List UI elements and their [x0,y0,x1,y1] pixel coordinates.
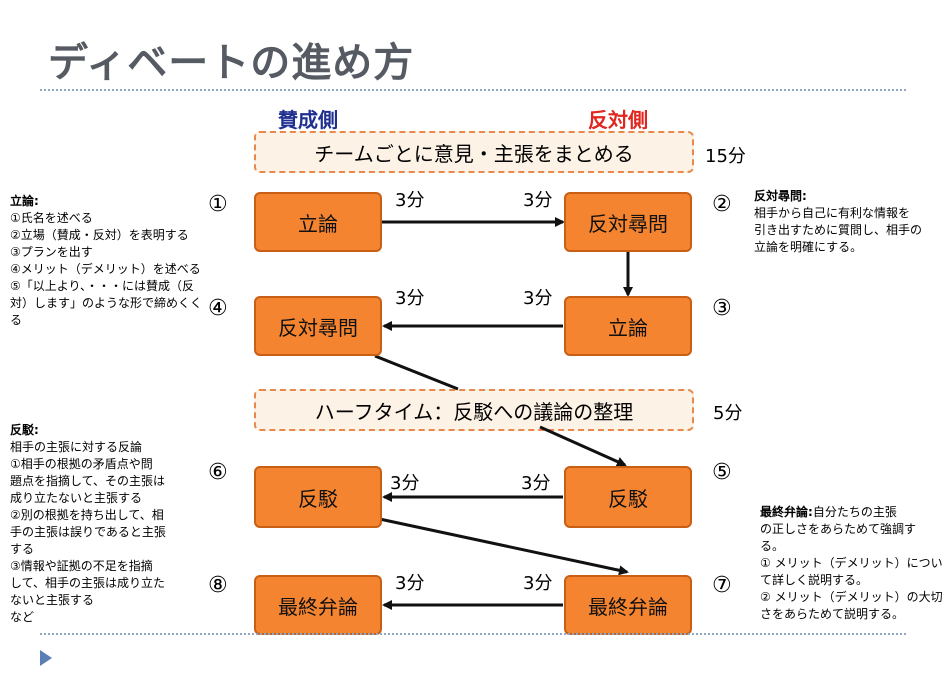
arrow-6-to-7 [374,516,629,576]
step-7-label: 最終弁論 [588,594,668,619]
closing-note: 最終弁論:自分たちの主張 の正しさをあらためて強調す る。 ① メリット（デメリ… [760,504,946,623]
refutation-heading: 反駁: [10,423,39,437]
prep-phase-box: チームごとに意見・主張をまとめる [254,131,694,173]
step-8-duration: 3分 [395,573,425,594]
step-4-duration: 3分 [395,288,425,309]
refutation-note: 反駁: 相手の主張に対する反論 ①相手の根拠の矛盾点や問 題点を指摘して、その主… [10,422,200,626]
prep-phase-label: チームごとに意見・主張をまとめる [314,141,634,166]
step-4-box: 反対尋問 [254,296,382,356]
halftime-phase-box: ハーフタイム：反駁への議論の整理 [254,389,694,431]
closing-heading: 最終弁論: [760,505,813,519]
step-6-label: 反駁 [298,486,338,511]
step-3-duration: 3分 [523,288,553,309]
step-4-label: 反対尋問 [278,315,358,340]
step-6-duration: 3分 [390,473,420,494]
refutation-body: 相手の主張に対する反論 ①相手の根拠の矛盾点や問 題点を指摘して、その主張は 成… [10,440,166,624]
step-5-label: 反駁 [608,486,648,511]
step-7-duration: 3分 [523,573,553,594]
opening-argument-note: 立論: ①氏名を述べる ②立場（賛成・反対）を表明する ③プランを出す ④メリッ… [10,193,206,329]
step-7-number: ⑦ [712,573,732,598]
cross-exam-body: 相手から自己に有利な情報を 引き出すために質問し、相手の 立論を明確にする。 [754,206,923,254]
opening-argument-body: ①氏名を述べる ②立場（賛成・反対）を表明する ③プランを出す ④メリット（デメ… [10,211,203,327]
prep-phase-time: 15分 [705,146,746,167]
halftime-phase-time: 5分 [713,403,743,424]
step-2-label: 反対尋問 [588,211,668,236]
step-3-number: ③ [712,296,732,321]
closing-body: の正しさをあらためて強調す る。 ① メリット（デメリット）につい て詳しく説明… [760,522,943,621]
step-8-number: ⑧ [208,573,228,598]
step-2-duration: 3分 [523,190,553,211]
step-6-box: 反駁 [254,466,382,528]
closing-body-inline: 自分たちの主張 [812,505,897,519]
step-5-duration: 3分 [521,473,551,494]
step-2-box: 反対尋問 [564,192,692,252]
slide-title: ディベートの進め方 [48,39,415,86]
cross-exam-heading: 反対尋問: [754,189,807,203]
step-8-label: 最終弁論 [278,594,358,619]
step-8-box: 最終弁論 [254,575,382,635]
cross-exam-note: 反対尋問: 相手から自己に有利な情報を 引き出すために質問し、相手の 立論を明確… [754,188,944,256]
step-3-label: 立論 [608,315,648,340]
step-2-number: ② [712,192,732,217]
pro-side-label: 賛成側 [278,108,338,132]
con-side-label: 反対側 [588,108,648,132]
opening-argument-heading: 立論: [10,194,39,208]
step-1-number: ① [208,192,228,217]
step-5-number: ⑤ [712,460,732,485]
step-6-number: ⑥ [208,460,228,485]
title-divider [40,89,906,91]
step-7-box: 最終弁論 [564,575,692,635]
arrow-4-to-5-lower [539,425,627,467]
step-4-number: ④ [208,296,228,321]
halftime-phase-label: ハーフタイム：反駁への議論の整理 [314,399,634,424]
step-1-label: 立論 [298,211,338,236]
play-arrow-icon [40,650,52,666]
arrow-4-to-5-upper [374,354,459,391]
step-1-box: 立論 [254,192,382,252]
bottom-divider [40,633,906,635]
step-1-duration: 3分 [395,190,425,211]
step-3-box: 立論 [564,296,692,356]
step-5-box: 反駁 [564,466,692,528]
